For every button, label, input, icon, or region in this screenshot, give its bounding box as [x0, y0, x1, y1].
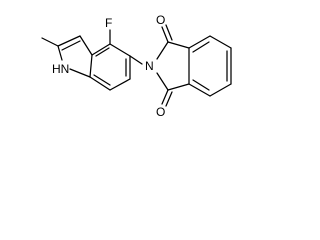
bond-c4-c3a — [188, 83, 211, 97]
bond-c1-o-double — [165, 24, 173, 41]
pyrrole-ring — [41, 35, 93, 78]
atom-carbonyl-oxygen-bottom: O — [156, 105, 165, 119]
bond-c2-c3-double — [61, 40, 81, 51]
bond-c3-c3a — [79, 35, 93, 56]
bond-c7a-c7-double — [192, 41, 210, 53]
bond-c3-c3a — [167, 83, 190, 91]
bond-c6-c7 — [109, 78, 131, 91]
bond-n-c3 — [156, 72, 169, 91]
bond-c1-c7a — [167, 41, 190, 49]
bond-n-c1 — [156, 41, 169, 60]
bond-c3a-c4 — [91, 43, 111, 56]
bond-c3a-c4-double — [95, 47, 110, 57]
atom-imide-nitrogen: N — [145, 59, 154, 73]
bond-c3-o-double — [165, 91, 173, 107]
bond-c2-c3 — [57, 35, 81, 47]
bond-c7-c7a — [89, 76, 111, 91]
molecule-structure: F HN N O O — [41, 13, 232, 119]
bond-c4-c5 — [109, 43, 131, 57]
phthalimide — [156, 24, 232, 107]
bond-methyl — [41, 37, 59, 47]
atom-indole-nh: HN — [52, 62, 69, 76]
atom-carbonyl-oxygen-top: O — [156, 13, 165, 27]
bond-c7-c7a-double — [93, 74, 111, 86]
atom-fluorine: F — [105, 16, 112, 30]
bond-c1-o — [161, 26, 169, 43]
bond-c2-n1 — [57, 45, 63, 61]
bond-c7a-c3a — [89, 54, 93, 78]
bond-c7a-c7 — [188, 35, 211, 49]
bond-c7-c6 — [209, 35, 232, 49]
bond-n1-c7a — [69, 68, 91, 78]
bond-c5-n-imide — [129, 55, 143, 65]
indole-benzene-ring — [89, 29, 143, 91]
bond-c5-c4 — [209, 83, 232, 97]
bond-c3-o — [161, 89, 169, 105]
bond-c4-c3a-double — [192, 79, 210, 91]
